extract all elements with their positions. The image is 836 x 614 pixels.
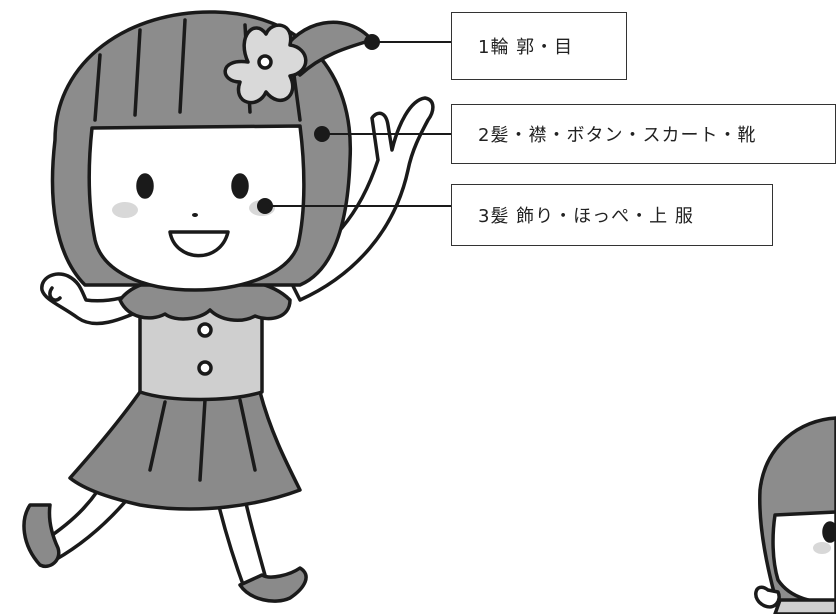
label-3-text: 3髪 飾り・ほっぺ・上 服 xyxy=(478,206,694,227)
leader-dot-2 xyxy=(314,126,330,142)
leader-dot-1 xyxy=(364,34,380,50)
label-1-box: 1輪 郭・目 xyxy=(451,12,627,80)
mouth xyxy=(168,230,230,258)
right-eye xyxy=(231,173,249,199)
label-2-box: 2髪・襟・ボタン・スカート・靴 xyxy=(451,104,836,164)
left-cheek xyxy=(112,202,138,218)
small-character xyxy=(754,416,836,614)
leader-dot-3 xyxy=(257,198,273,214)
label-3-box: 3髪 飾り・ほっぺ・上 服 xyxy=(451,184,773,246)
label-1-text: 1輪 郭・目 xyxy=(478,37,574,58)
flower-hair-accessory xyxy=(223,23,308,105)
nose xyxy=(192,213,198,217)
side-arm xyxy=(40,272,144,326)
label-2-text: 2髪・襟・ボタン・スカート・靴 xyxy=(478,125,757,146)
back-shoe xyxy=(22,503,61,568)
button-bottom xyxy=(197,360,213,376)
front-shoe xyxy=(238,566,308,603)
left-eye xyxy=(136,173,154,199)
button-top xyxy=(197,322,213,338)
